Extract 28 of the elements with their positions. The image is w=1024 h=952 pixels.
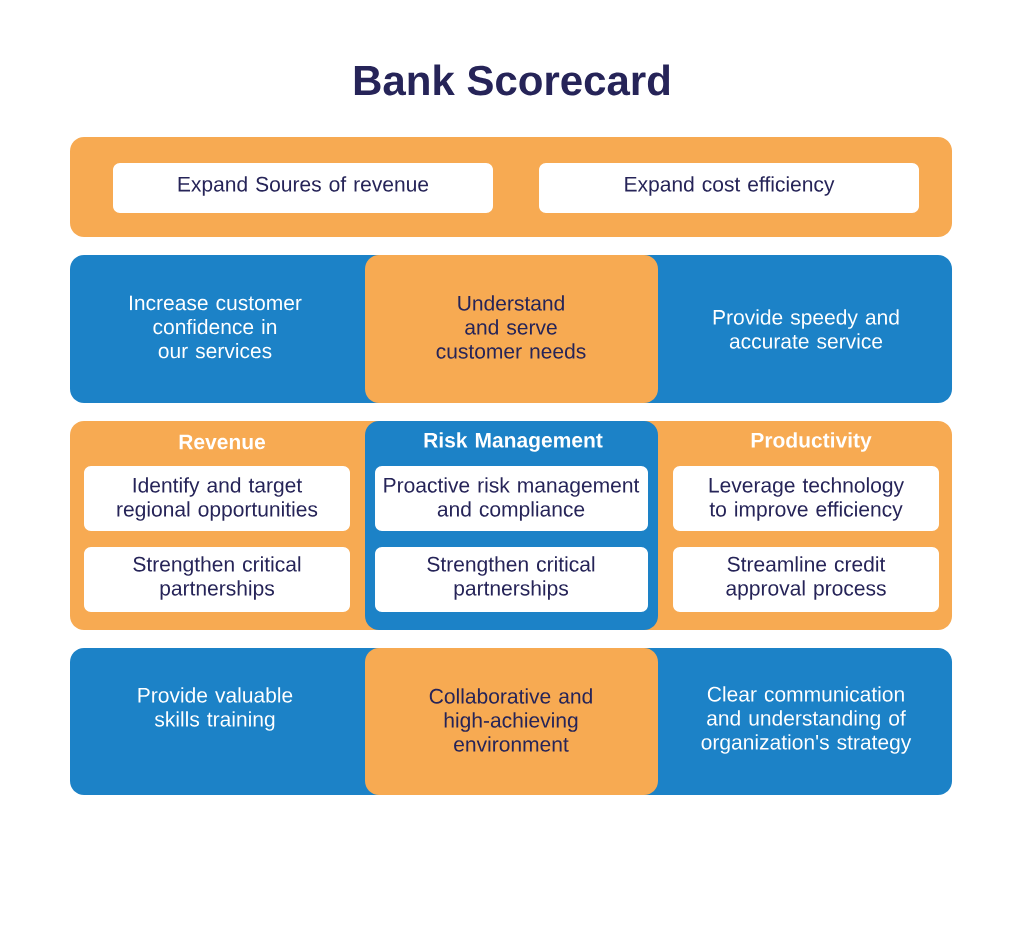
column-heading: Revenue <box>179 434 266 450</box>
column-heading: Productivity <box>751 432 872 452</box>
objective-text: Provide valuable skills training <box>138 687 293 731</box>
objective-text: Collaborative and high-achieving environment <box>429 688 592 752</box>
objective-text: Expand Soures of revenue <box>178 176 429 196</box>
objective-text: Clear communication and understanding of organization's strategy <box>701 686 912 754</box>
objective-box <box>365 255 658 403</box>
objective-text: Expand cost efficiency <box>625 176 835 196</box>
objective-box <box>365 648 658 795</box>
objective-text: Identify and target regional opportunities <box>117 477 318 521</box>
objective-text: Leverage technology to improve efficiency <box>709 477 904 521</box>
objective-text: Understand and serve customer needs <box>436 295 586 359</box>
objective-text: Proactive risk management and compliance <box>384 477 640 521</box>
title: Bank Scorecard <box>354 64 670 96</box>
objective-text: Increase customer confidence in our services <box>130 295 302 359</box>
objective-box <box>84 547 350 612</box>
objective-box <box>539 163 919 213</box>
objective-text: Strengthen critical partnerships <box>427 556 595 600</box>
objective-text: Strengthen critical partnerships <box>133 556 301 600</box>
objective-box <box>84 466 350 531</box>
objective-text: Provide speedy and accurate service <box>713 309 899 349</box>
objective-text: Streamline credit approval process <box>726 556 886 600</box>
objective-box <box>375 466 648 531</box>
objective-box <box>113 163 493 213</box>
objective-box <box>375 547 648 612</box>
column-heading: Risk Management <box>424 432 603 452</box>
objective-box <box>673 547 939 612</box>
objective-box <box>673 466 939 531</box>
